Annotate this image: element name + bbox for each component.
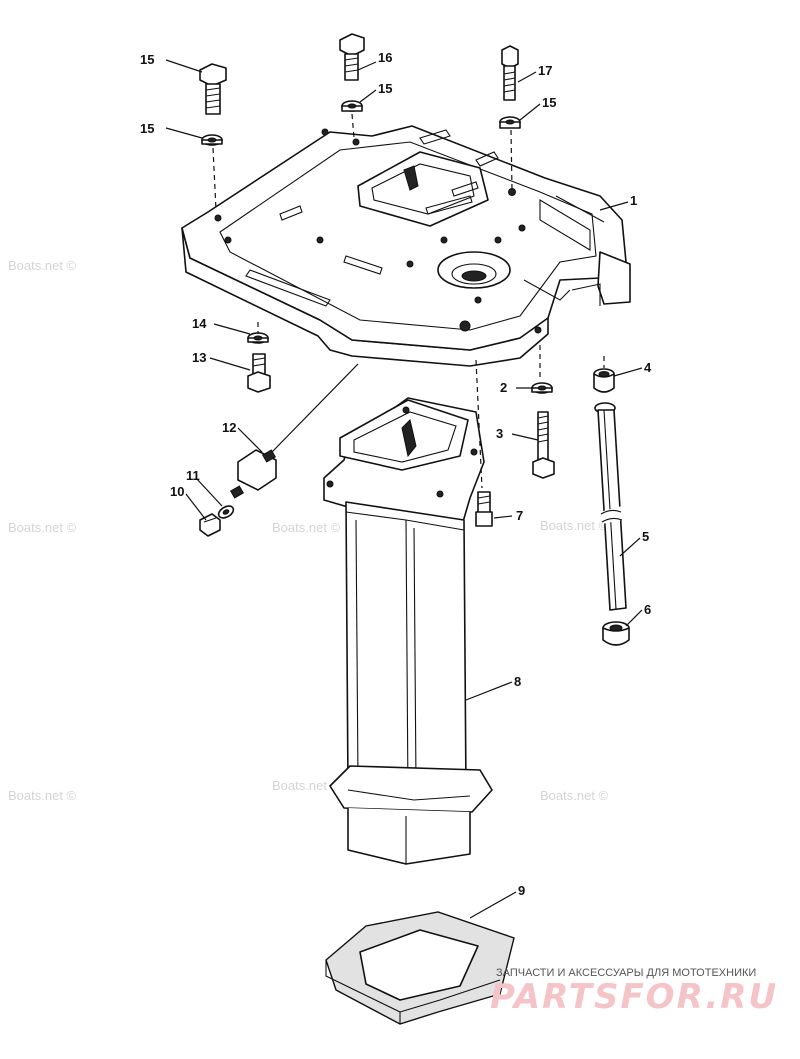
callout-13: 13 xyxy=(192,350,206,365)
gasket-part-9 xyxy=(325,911,515,1025)
bolt-part-17 xyxy=(501,45,519,101)
callout-17: 17 xyxy=(538,63,552,78)
watermark-text: Boats.net © xyxy=(8,520,77,535)
callout-10: 10 xyxy=(170,484,184,499)
callout-11: 11 xyxy=(186,468,200,483)
callout-3: 3 xyxy=(496,426,503,441)
callout-6: 6 xyxy=(644,602,651,617)
callout-7: 7 xyxy=(516,508,523,523)
exhaust-guide-part-8 xyxy=(323,397,493,865)
bolt-part-3 xyxy=(532,411,555,479)
bolt-part-16-left xyxy=(199,63,227,115)
callout-15: 15 xyxy=(542,95,556,110)
washer-part-15-left xyxy=(201,134,223,146)
assembly-line xyxy=(351,113,355,139)
callout-9: 9 xyxy=(518,883,525,898)
brand-watermark: ЗАПЧАСТИ И АКСЕССУАРЫ ДЛЯ МОТОТЕХНИКИ PA… xyxy=(490,967,778,1017)
callout-2: 2 xyxy=(500,380,507,395)
mount-plate-part-1 xyxy=(181,125,631,367)
callout-14: 14 xyxy=(192,316,207,331)
watermark-text: Boats.net © xyxy=(8,258,77,273)
rubber-mount-part-12 xyxy=(229,363,359,499)
watermark-text: Boats.net © xyxy=(272,520,341,535)
assembly-line xyxy=(212,147,217,211)
callout-16: 15 xyxy=(140,52,154,67)
brand-logo-text: PARTSFOR.RU xyxy=(490,977,778,1017)
bolt-part-7 xyxy=(475,491,493,527)
washer-part-15-center xyxy=(341,100,363,112)
washer-part-14 xyxy=(247,332,269,344)
callout-5: 5 xyxy=(642,529,649,544)
washer-part-11 xyxy=(217,505,235,519)
assembly-line xyxy=(510,129,513,191)
bolt-part-13 xyxy=(247,353,271,393)
callout-15: 15 xyxy=(140,121,154,136)
callout-8: 8 xyxy=(514,674,521,689)
watermark-text: Boats.net © xyxy=(540,788,609,803)
callout-12: 12 xyxy=(222,420,236,435)
nut-part-10 xyxy=(199,513,221,537)
callout-1: 1 xyxy=(630,193,637,208)
watermark-text: Boats.net © xyxy=(540,518,609,533)
assembly-line xyxy=(475,359,483,489)
grommet-part-6 xyxy=(602,621,630,646)
callout-15: 15 xyxy=(378,81,392,96)
washer-part-15-right xyxy=(499,116,521,129)
watermark-text: Boats.net © xyxy=(8,788,77,803)
callout-16: 16 xyxy=(378,50,392,65)
callouts: 15 15 16 15 17 15 1 14 13 12 11 10 2 3 4… xyxy=(140,50,652,898)
bolt-part-16-center xyxy=(339,33,365,81)
grommet-part-4 xyxy=(593,368,615,393)
brand-tagline: ЗАПЧАСТИ И АКСЕССУАРЫ ДЛЯ МОТОТЕХНИКИ xyxy=(496,967,756,979)
callout-4: 4 xyxy=(644,360,652,375)
washer-part-2 xyxy=(531,382,553,394)
water-tube-part-5 xyxy=(594,402,627,611)
leader-lines xyxy=(165,59,643,919)
watermark-text: Boats.net © xyxy=(272,778,341,793)
